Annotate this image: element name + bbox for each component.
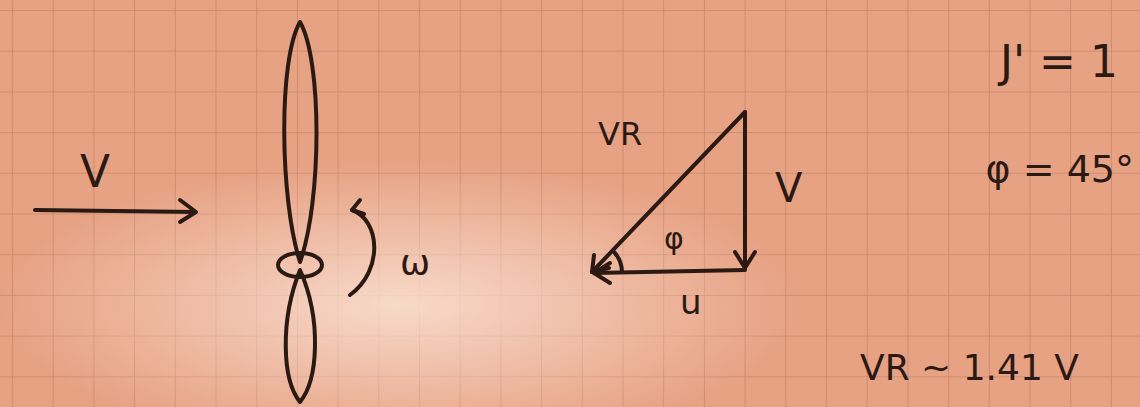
propeller-hub: [278, 253, 322, 277]
angle-note: φ = 45°: [986, 150, 1134, 188]
axial-velocity-vector: [743, 112, 747, 268]
relative-velocity-vector: [592, 112, 745, 272]
advance-ratio-note: J' = 1: [1000, 40, 1118, 84]
velocity-label: V: [80, 150, 110, 194]
tangential-velocity-vector: [594, 270, 745, 273]
flow-arrow: [35, 210, 195, 212]
arrow-head: [180, 200, 196, 222]
velocity-label: V: [775, 168, 802, 208]
angle-arc: [613, 251, 622, 272]
arrow-head: [594, 263, 610, 283]
arrow-head: [735, 252, 755, 268]
propeller-blade: [284, 22, 316, 262]
rotation-label: ω: [400, 245, 430, 281]
angle-label: φ: [664, 224, 684, 254]
result-note: VR ~ 1.41 V: [860, 350, 1079, 386]
arrow-head: [352, 200, 364, 214]
propeller-blade: [286, 270, 315, 402]
tangential-velocity-label: u: [680, 285, 702, 319]
rotation-arrow: [350, 210, 374, 295]
relative-velocity-label: VR: [598, 118, 642, 150]
